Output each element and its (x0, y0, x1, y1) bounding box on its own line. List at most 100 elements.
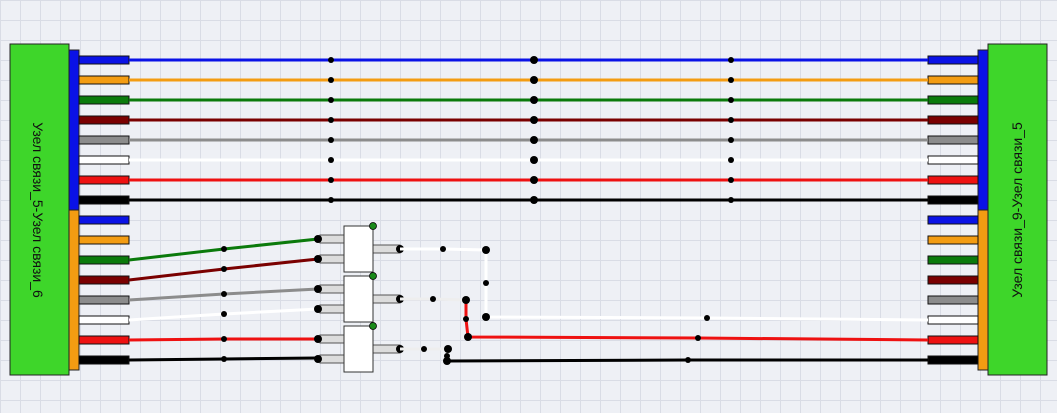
connector-pin (372, 294, 401, 304)
wire-white-out-1[interactable] (400, 247, 929, 322)
pin-stub-right (927, 135, 979, 145)
pin-stub-left (78, 255, 130, 265)
junction-dot (328, 117, 334, 123)
junction-dot (728, 77, 734, 83)
junction-dot (530, 136, 538, 144)
connector-status-dot (369, 272, 377, 280)
pin-stub-left (78, 315, 130, 325)
pin-stub-left (78, 295, 130, 305)
junction-dot (314, 255, 322, 263)
junction-dot (464, 333, 472, 341)
right-bus-bottom (977, 209, 989, 371)
left-node-label: Узел связи_5-Узел связи_6 (30, 122, 46, 298)
pin-stub-left (78, 135, 130, 145)
junction-dot (462, 296, 470, 304)
junction-dot (530, 176, 538, 184)
pin-stub-left (78, 335, 130, 345)
connector-body[interactable] (343, 325, 374, 373)
pin-stub-left (78, 175, 130, 185)
junction-dot (421, 346, 427, 352)
junction-dot (221, 336, 227, 342)
pin-stub-left (78, 155, 130, 165)
pin-stub-right (927, 295, 979, 305)
junction-dot (328, 77, 334, 83)
left-bus-bottom (68, 209, 80, 371)
junction-dot (728, 57, 734, 63)
junction-dot (430, 296, 436, 302)
connector-block[interactable] (314, 322, 404, 373)
junction-dot (221, 311, 227, 317)
connector-block[interactable] (314, 222, 404, 273)
connector-pin (372, 244, 401, 254)
pin-stub-right (927, 335, 979, 345)
junction-dot (328, 97, 334, 103)
junction-dot (728, 197, 734, 203)
pin-stub-left (78, 115, 130, 125)
junction-dot (482, 313, 490, 321)
junction-dot (328, 157, 334, 163)
junction-dot (314, 235, 322, 243)
junction-dot (728, 117, 734, 123)
left-node[interactable]: Узел связи_5-Узел связи_6 (9, 43, 80, 376)
left-bus-top (68, 49, 80, 211)
junction-dot (530, 96, 538, 104)
pin-stub-left (78, 195, 130, 205)
cable-2 (78, 215, 979, 373)
connector-pin (319, 254, 345, 264)
junction-dot (728, 157, 734, 163)
right-node-body[interactable] (987, 43, 1048, 376)
pin-stub-right (927, 315, 979, 325)
pin-stub-left (78, 55, 130, 65)
pin-stub-left (78, 355, 130, 365)
connector-body[interactable] (343, 275, 374, 323)
connector-status-dot (369, 322, 377, 330)
pin-stub-left (78, 215, 130, 225)
junction-dot (695, 335, 701, 341)
pin-stub-left (78, 275, 130, 285)
pin-stub-left (78, 95, 130, 105)
junction-dot (728, 137, 734, 143)
junction-dot (530, 56, 538, 64)
junction-dot (483, 280, 489, 286)
connector-pin (319, 354, 345, 364)
pin-stub-right (927, 155, 979, 165)
connector-pin (319, 334, 345, 344)
pin-stub-right (927, 275, 979, 285)
junction-dot (530, 156, 538, 164)
right-node[interactable]: Узел связи_9-Узел связи_5 (977, 43, 1048, 376)
junction-dot (704, 315, 710, 321)
pin-stub-right (927, 235, 979, 245)
connector-block[interactable] (314, 272, 404, 323)
junction-dot (221, 356, 227, 362)
pin-stub-left (78, 235, 130, 245)
right-node-label: Узел связи_9-Узел связи_5 (1009, 122, 1025, 298)
junction-dot (443, 357, 451, 365)
junction-dot (221, 291, 227, 297)
junction-dot (314, 285, 322, 293)
junction-dot (440, 246, 446, 252)
pin-stub-right (927, 215, 979, 225)
junction-dot (328, 197, 334, 203)
cable-1 (78, 55, 979, 205)
junction-dot (530, 76, 538, 84)
junction-dot (328, 177, 334, 183)
pin-stub-right (927, 95, 979, 105)
left-node-body[interactable] (9, 43, 70, 376)
connector-pin (372, 344, 401, 354)
connector-status-dot (369, 222, 377, 230)
pin-stub-right (927, 75, 979, 85)
junction-dot (328, 137, 334, 143)
junction-dot (314, 305, 322, 313)
connector-pin (319, 284, 345, 294)
pin-stub-right (927, 115, 979, 125)
junction-dot (221, 266, 227, 272)
connector-body[interactable] (343, 225, 374, 273)
junction-dot (530, 116, 538, 124)
junction-dot (328, 57, 334, 63)
junction-dot (685, 357, 691, 363)
pin-stub-right (927, 355, 979, 365)
pin-stub-right (927, 175, 979, 185)
pin-stub-right (927, 255, 979, 265)
junction-dot (530, 196, 538, 204)
